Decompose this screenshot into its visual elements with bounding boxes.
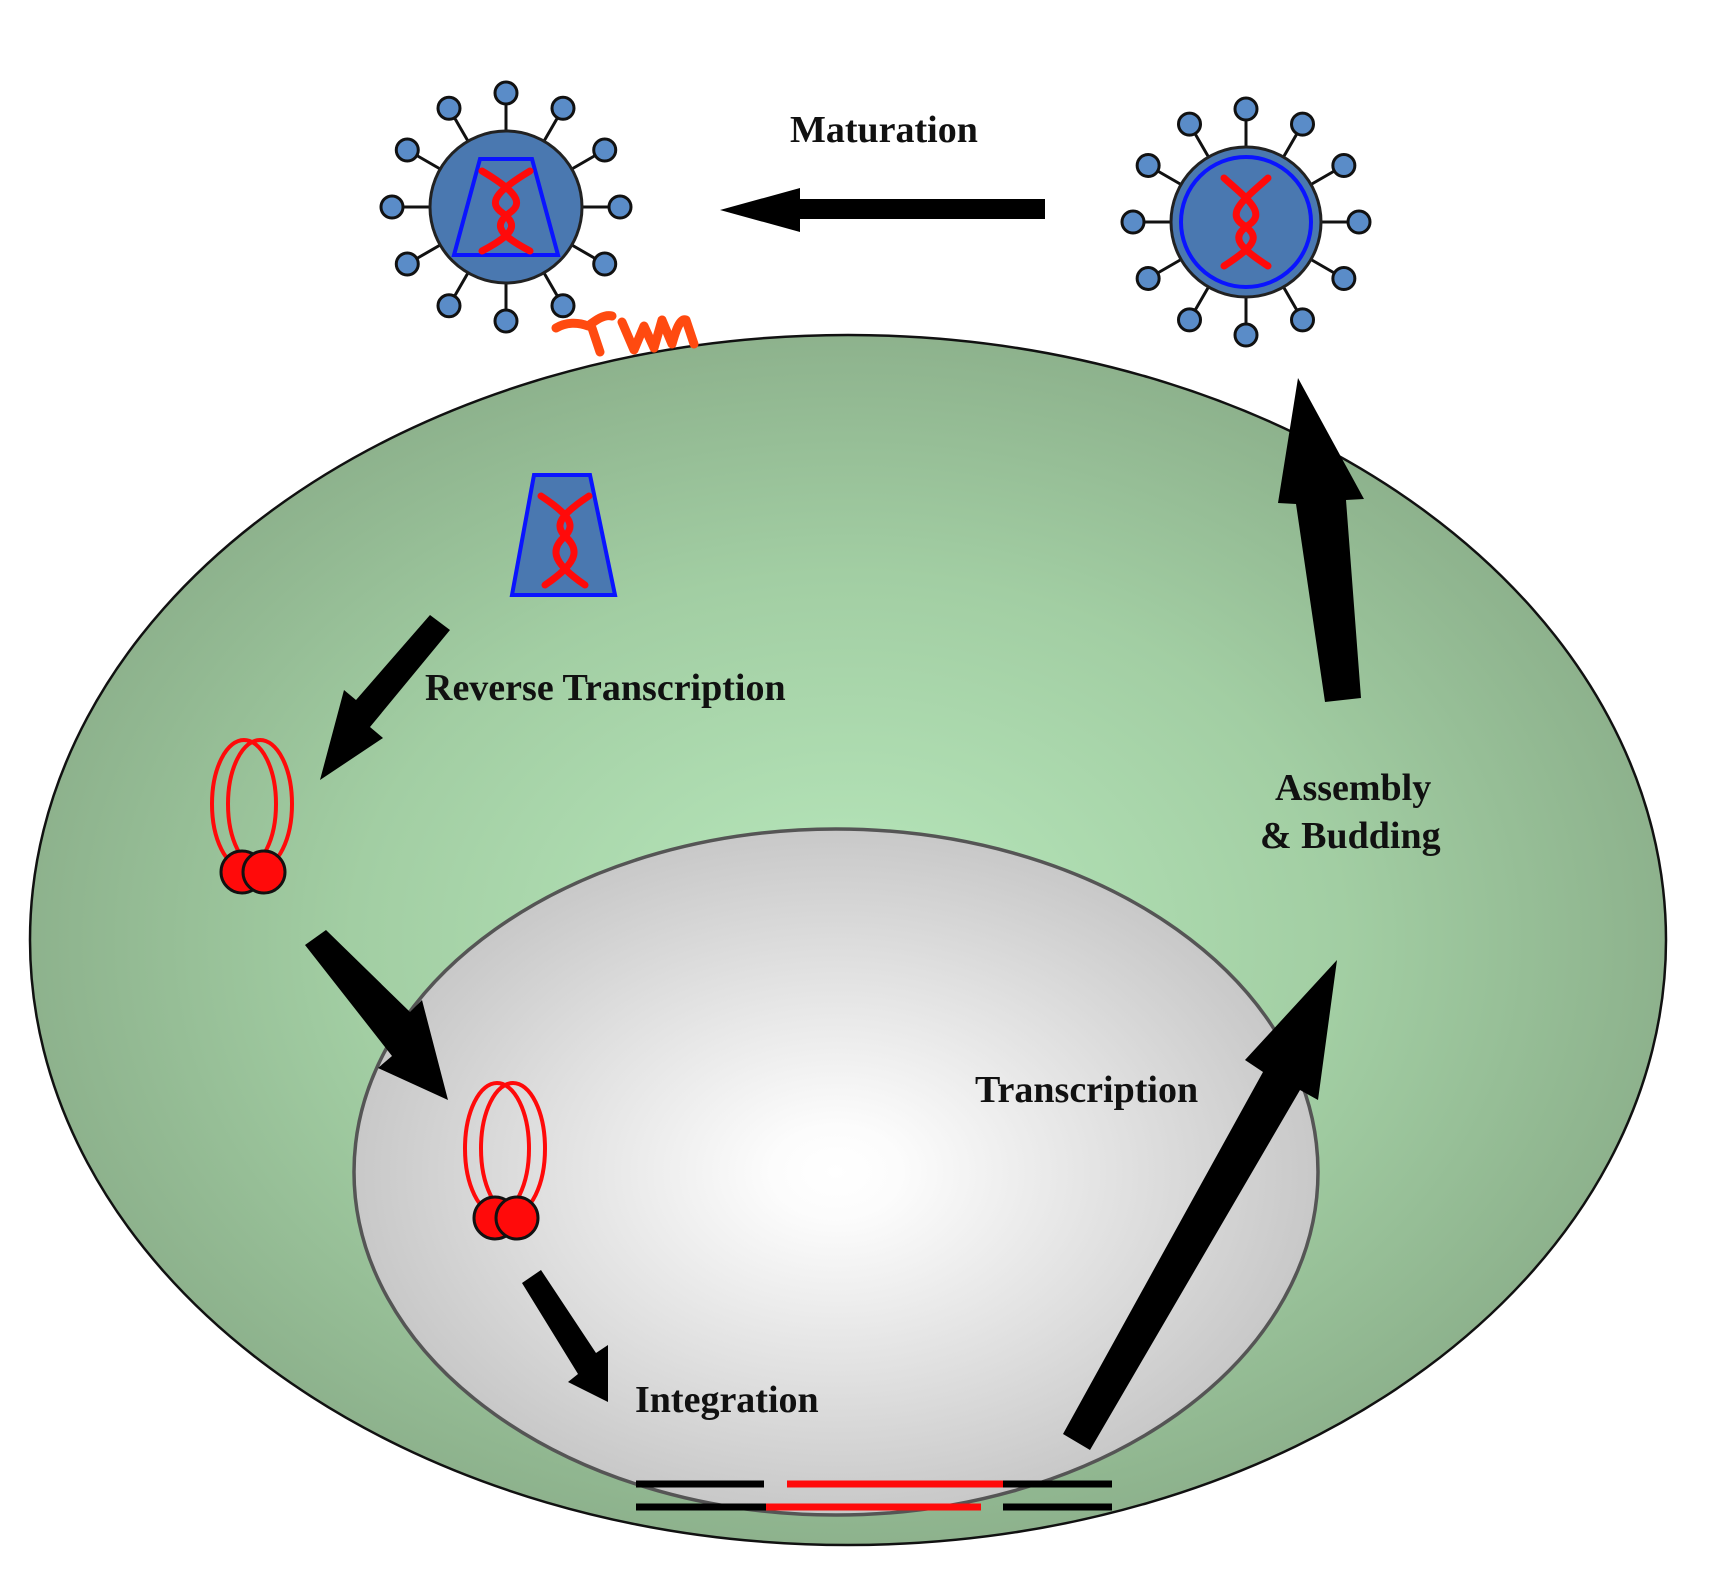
spike-stalk: [415, 153, 441, 171]
label-maturation: Maturation: [790, 109, 978, 151]
spike-knob: [436, 95, 462, 121]
spike-knob: [592, 251, 618, 277]
spike-knob: [493, 308, 519, 334]
rna-genome: [478, 167, 534, 255]
capsid-outline: [451, 157, 561, 257]
mature-virion-icon: [379, 80, 633, 334]
spike-stalk: [1282, 286, 1299, 312]
spike-stalk: [1310, 169, 1336, 186]
integrase-protein: [494, 1195, 540, 1241]
spike-stalk: [452, 116, 470, 142]
spike-knob: [607, 194, 633, 220]
label-transcription: Transcription: [975, 1069, 1198, 1111]
label-budding: & Budding: [1260, 815, 1441, 857]
label-integration: Integration: [635, 1379, 819, 1421]
arrow-transcription: [1063, 960, 1337, 1450]
spike-knob: [1135, 153, 1161, 178]
spike-knob: [1290, 111, 1315, 137]
arrow-integration: [522, 1270, 608, 1402]
arrow-to-nucleus: [305, 930, 448, 1100]
spike-knob: [1177, 111, 1202, 137]
spike-knob: [592, 137, 618, 163]
spike-knob: [394, 251, 420, 277]
spike-knob: [379, 194, 405, 220]
spike-stalk: [1282, 132, 1299, 158]
arrow-assembly-budding: [1278, 378, 1364, 702]
spike-stalk: [571, 243, 597, 261]
spike-knob: [1135, 266, 1161, 291]
spike-knob: [1290, 307, 1315, 333]
spike-knob: [550, 293, 576, 319]
spike-stalk: [452, 272, 470, 298]
spike-stalk: [571, 153, 597, 171]
immature-virion-icon: [1120, 96, 1372, 348]
spike-knob: [493, 80, 519, 106]
arrow-maturation: [720, 188, 1045, 232]
spike-stalk: [542, 116, 560, 142]
spike-stalk: [1193, 132, 1210, 158]
dna-loop-icon: [463, 1081, 547, 1241]
spike-knob: [1120, 209, 1146, 235]
spike-knob: [1331, 153, 1357, 178]
spike-knob: [1233, 96, 1259, 122]
integrated-provirus-icon: [636, 1480, 1112, 1511]
spike-knob: [1331, 266, 1357, 291]
arrow-reverse-transcription: [320, 615, 450, 780]
capsid-outline: [1179, 155, 1313, 289]
capsid-icon: [509, 473, 618, 597]
spike-stalk: [1156, 258, 1182, 275]
spike-knob: [1233, 322, 1259, 348]
spike-stalk: [415, 243, 441, 261]
spike-knob: [394, 137, 420, 163]
virion-envelope: [1169, 145, 1323, 299]
spike-stalk: [1156, 169, 1182, 186]
integrase-protein: [241, 849, 287, 895]
dna-loop-icon: [210, 738, 294, 895]
label-assembly: Assembly: [1275, 767, 1431, 809]
rna-genome: [1220, 174, 1272, 270]
cell-nucleus: [352, 827, 1320, 1517]
receptor-annotation-scribble: [551, 311, 699, 357]
spike-knob: [1346, 209, 1372, 235]
spike-knob: [1177, 307, 1202, 333]
spike-knob: [550, 95, 576, 121]
spike-stalk: [1193, 286, 1210, 312]
label-reverse-transcription: Reverse Transcription: [425, 667, 786, 709]
spike-stalk: [1310, 258, 1336, 275]
spike-stalk: [542, 272, 560, 298]
spike-knob: [436, 293, 462, 319]
